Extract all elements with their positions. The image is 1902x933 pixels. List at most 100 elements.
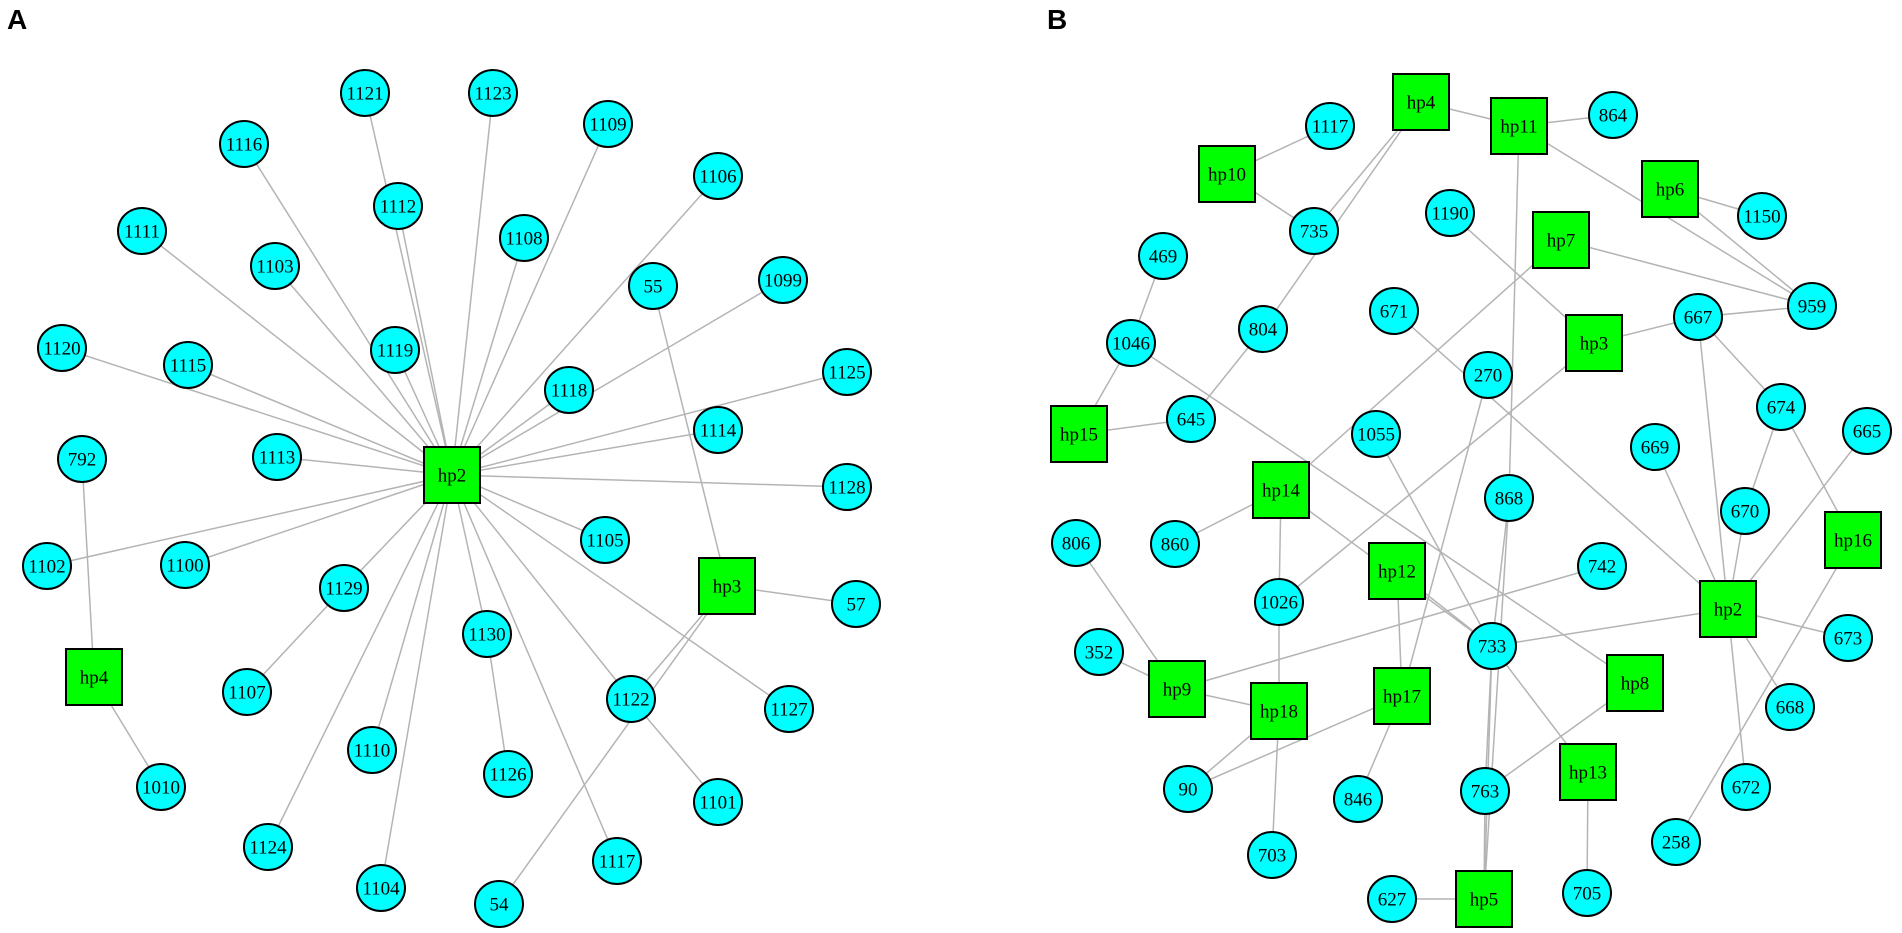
node-1026[interactable]: 1026 <box>1254 578 1304 626</box>
node-1100[interactable]: 1100 <box>160 541 210 589</box>
node-665[interactable]: 665 <box>1842 407 1892 455</box>
node-670[interactable]: 670 <box>1720 487 1770 535</box>
node-668[interactable]: 668 <box>1765 683 1815 731</box>
node-90[interactable]: 90 <box>1163 765 1213 813</box>
node-864[interactable]: 864 <box>1588 91 1638 139</box>
node-hp3[interactable]: hp3 <box>1565 314 1623 372</box>
node-hp12[interactable]: hp12 <box>1368 542 1426 600</box>
node-959[interactable]: 959 <box>1787 282 1837 330</box>
node-1190[interactable]: 1190 <box>1425 189 1475 237</box>
node-763[interactable]: 763 <box>1460 767 1510 815</box>
node-hp15[interactable]: hp15 <box>1050 405 1108 463</box>
node-1101[interactable]: 1101 <box>693 778 743 826</box>
node-hp17[interactable]: hp17 <box>1373 667 1431 725</box>
node-1124[interactable]: 1124 <box>243 823 293 871</box>
node-1117[interactable]: 1117 <box>1305 102 1355 150</box>
node-hp2[interactable]: hp2 <box>1699 580 1757 638</box>
node-1119[interactable]: 1119 <box>370 326 420 374</box>
node-804[interactable]: 804 <box>1238 305 1288 353</box>
node-hp8[interactable]: hp8 <box>1606 654 1664 712</box>
node-1106[interactable]: 1106 <box>693 152 743 200</box>
node-hp9[interactable]: hp9 <box>1148 660 1206 718</box>
node-705[interactable]: 705 <box>1562 869 1612 917</box>
gene-node-circle <box>822 463 872 511</box>
node-1117[interactable]: 1117 <box>592 837 642 885</box>
node-hp18[interactable]: hp18 <box>1250 682 1308 740</box>
node-1115[interactable]: 1115 <box>163 341 213 389</box>
node-792[interactable]: 792 <box>57 435 107 483</box>
node-1105[interactable]: 1105 <box>580 516 630 564</box>
node-673[interactable]: 673 <box>1823 614 1873 662</box>
node-469[interactable]: 469 <box>1138 232 1188 280</box>
node-1123[interactable]: 1123 <box>468 69 518 117</box>
node-label: 846 <box>1344 790 1373 811</box>
node-hp4[interactable]: hp4 <box>65 648 123 706</box>
node-1114[interactable]: 1114 <box>693 406 743 454</box>
node-1150[interactable]: 1150 <box>1737 192 1787 240</box>
node-352[interactable]: 352 <box>1074 628 1124 676</box>
node-742[interactable]: 742 <box>1577 542 1627 590</box>
node-hp4[interactable]: hp4 <box>1392 73 1450 131</box>
node-1118[interactable]: 1118 <box>544 366 594 414</box>
node-1121[interactable]: 1121 <box>340 69 390 117</box>
node-1125[interactable]: 1125 <box>822 348 872 396</box>
node-1112[interactable]: 1112 <box>373 182 423 230</box>
node-860[interactable]: 860 <box>1150 520 1200 568</box>
node-258[interactable]: 258 <box>1651 818 1701 866</box>
node-1099[interactable]: 1099 <box>758 256 808 304</box>
node-1126[interactable]: 1126 <box>483 750 533 798</box>
node-1046[interactable]: 1046 <box>1106 319 1156 367</box>
node-846[interactable]: 846 <box>1333 775 1383 823</box>
node-label: 1123 <box>474 84 511 105</box>
node-672[interactable]: 672 <box>1721 763 1771 811</box>
node-735[interactable]: 735 <box>1289 207 1339 255</box>
node-627[interactable]: 627 <box>1367 875 1417 923</box>
node-674[interactable]: 674 <box>1756 383 1806 431</box>
node-label: hp6 <box>1656 180 1685 201</box>
node-1108[interactable]: 1108 <box>499 214 549 262</box>
node-1122[interactable]: 1122 <box>606 675 656 723</box>
node-645[interactable]: 645 <box>1166 395 1216 443</box>
node-hp6[interactable]: hp6 <box>1641 160 1699 218</box>
node-hp16[interactable]: hp16 <box>1824 511 1882 569</box>
node-1120[interactable]: 1120 <box>37 324 87 372</box>
node-1103[interactable]: 1103 <box>250 242 300 290</box>
node-669[interactable]: 669 <box>1630 423 1680 471</box>
node-label: 742 <box>1588 557 1617 578</box>
node-hp14[interactable]: hp14 <box>1252 461 1310 519</box>
node-hp10[interactable]: hp10 <box>1198 145 1256 203</box>
gene-node-circle <box>1369 287 1419 335</box>
node-57[interactable]: 57 <box>831 580 881 628</box>
node-1116[interactable]: 1116 <box>219 120 269 168</box>
node-54[interactable]: 54 <box>474 880 524 928</box>
node-hp3[interactable]: hp3 <box>698 557 756 615</box>
node-hp2[interactable]: hp2 <box>423 446 481 504</box>
node-hp11[interactable]: hp11 <box>1490 97 1548 155</box>
node-1010[interactable]: 1010 <box>136 763 186 811</box>
node-hp5[interactable]: hp5 <box>1455 870 1513 928</box>
node-270[interactable]: 270 <box>1463 351 1513 399</box>
node-55[interactable]: 55 <box>628 262 678 310</box>
node-1110[interactable]: 1110 <box>347 726 397 774</box>
node-1128[interactable]: 1128 <box>822 463 872 511</box>
node-1111[interactable]: 1111 <box>117 207 167 255</box>
node-hp7[interactable]: hp7 <box>1532 211 1590 269</box>
node-1127[interactable]: 1127 <box>764 685 814 733</box>
node-1113[interactable]: 1113 <box>252 433 302 481</box>
node-hp13[interactable]: hp13 <box>1559 743 1617 801</box>
node-1107[interactable]: 1107 <box>222 668 272 716</box>
node-671[interactable]: 671 <box>1369 287 1419 335</box>
node-1129[interactable]: 1129 <box>319 564 369 612</box>
node-1055[interactable]: 1055 <box>1351 410 1401 458</box>
node-label: 1110 <box>354 741 391 762</box>
edge-671-hp2 <box>1393 310 1729 610</box>
node-733[interactable]: 733 <box>1467 622 1517 670</box>
node-703[interactable]: 703 <box>1247 831 1297 879</box>
node-1109[interactable]: 1109 <box>583 100 633 148</box>
node-1102[interactable]: 1102 <box>22 542 72 590</box>
node-806[interactable]: 806 <box>1051 519 1101 567</box>
node-868[interactable]: 868 <box>1484 474 1534 522</box>
node-667[interactable]: 667 <box>1673 293 1723 341</box>
node-1130[interactable]: 1130 <box>462 610 512 658</box>
node-1104[interactable]: 1104 <box>356 864 406 912</box>
